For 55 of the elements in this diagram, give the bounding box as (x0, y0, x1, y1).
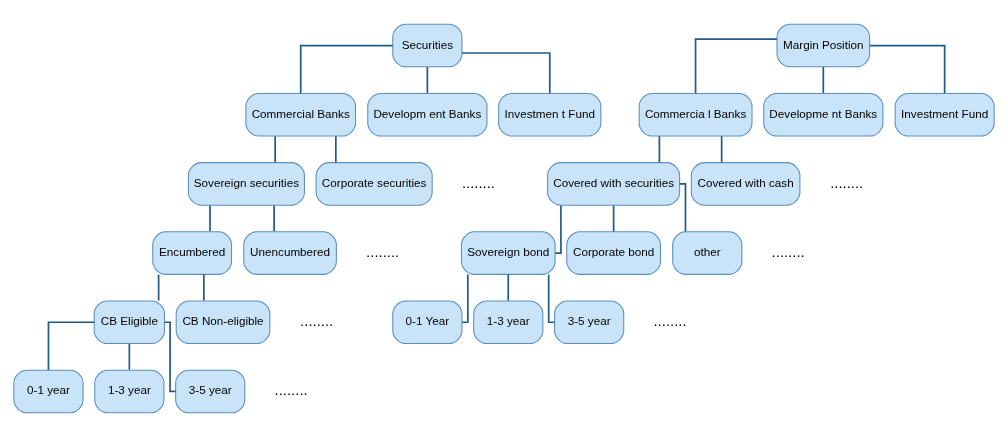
node-box: Encumbered (151, 230, 232, 275)
node-box: Commercia l Banks (638, 92, 752, 137)
node-box: Covered with cash (690, 161, 800, 206)
connector (208, 204, 211, 232)
label: ........ (461, 174, 495, 191)
connector (678, 182, 686, 232)
label: ........ (299, 312, 333, 329)
node-box: CB Non-eligible (175, 299, 270, 344)
node-box: Corporate bond (565, 230, 661, 275)
connector (506, 273, 509, 301)
connector (128, 342, 130, 371)
connector (272, 204, 275, 232)
node-box: 3-5 year (553, 299, 624, 344)
connector (460, 273, 469, 323)
node-box: 1-3 year (93, 369, 164, 413)
connector (868, 44, 945, 94)
node-box: Investment Fund (894, 92, 995, 137)
label: ........ (365, 243, 399, 260)
node-box: 0-1 year (12, 369, 84, 413)
connector (694, 37, 778, 94)
node-box: 3-5 year (174, 369, 245, 413)
connector (720, 134, 722, 163)
connector (299, 44, 394, 94)
connector (460, 51, 551, 94)
connector (273, 134, 276, 163)
label: ........ (652, 312, 687, 329)
node-box: 0-1 Year (391, 299, 462, 344)
node-box: Commercial Banks (244, 92, 356, 137)
connector (202, 273, 205, 301)
node-box: other (671, 230, 742, 275)
node-box: Developme nt Banks (762, 92, 883, 137)
connector (157, 273, 159, 301)
node-box: Sovereign bond (460, 230, 556, 275)
node-box: Sovereign securities (187, 161, 305, 206)
connector (426, 65, 428, 94)
node-box: Developm ent Banks (366, 92, 487, 137)
label: ........ (771, 243, 805, 260)
node-box: Corporate securities (315, 161, 433, 206)
connector (334, 134, 337, 163)
connector (547, 273, 555, 323)
connector (553, 204, 562, 254)
connector (821, 65, 824, 94)
node-box: CB Eligible (93, 299, 165, 344)
node-box: 1-3 year (472, 299, 543, 344)
connector (612, 204, 614, 232)
node-box: Unencumbered (242, 230, 337, 275)
connector (163, 320, 176, 392)
node-box: Securities (391, 23, 462, 67)
node-box: Margin Position (775, 23, 870, 67)
node-box: Covered with securities (546, 161, 680, 206)
connector (47, 320, 95, 371)
label: ........ (274, 381, 308, 398)
connector (658, 134, 660, 163)
node-box: Investmen t Fund (497, 92, 601, 137)
label: ........ (829, 174, 863, 191)
